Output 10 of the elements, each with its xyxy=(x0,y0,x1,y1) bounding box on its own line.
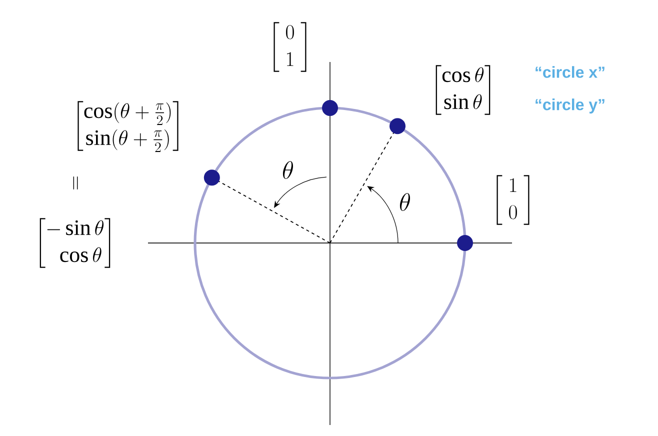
matrix-label: $\begin{bmatrix}\cos\theta\\ \sin\theta\end{bmatrix}$ xyxy=(436,65,490,115)
matrix-label: $\begin{bmatrix}\;1\;\\ \;0\;\end{bmatrix}$ xyxy=(496,175,530,225)
annotation-label: “circle y” xyxy=(536,98,604,114)
annotation-label: “circle x” xyxy=(536,66,604,78)
matrix-label: $\begin{bmatrix}\cos(\theta+\frac{\pi}{2})\\ \sin(\theta+\frac{\pi}{2})\end{bmatrix}$ xyxy=(78,101,178,152)
equals-sign: $=$ xyxy=(73,176,78,190)
matrix-label: $\begin{bmatrix}-\sin\theta\\ \;\;\cos\theta\end{bmatrix}$ xyxy=(40,218,110,268)
angle-label: $\theta$ xyxy=(282,161,294,179)
angle-label: $\theta$ xyxy=(400,193,410,211)
matrix-label: $\begin{bmatrix}\;0\;\\ \;1\;\end{bmatrix}$ xyxy=(274,22,306,72)
